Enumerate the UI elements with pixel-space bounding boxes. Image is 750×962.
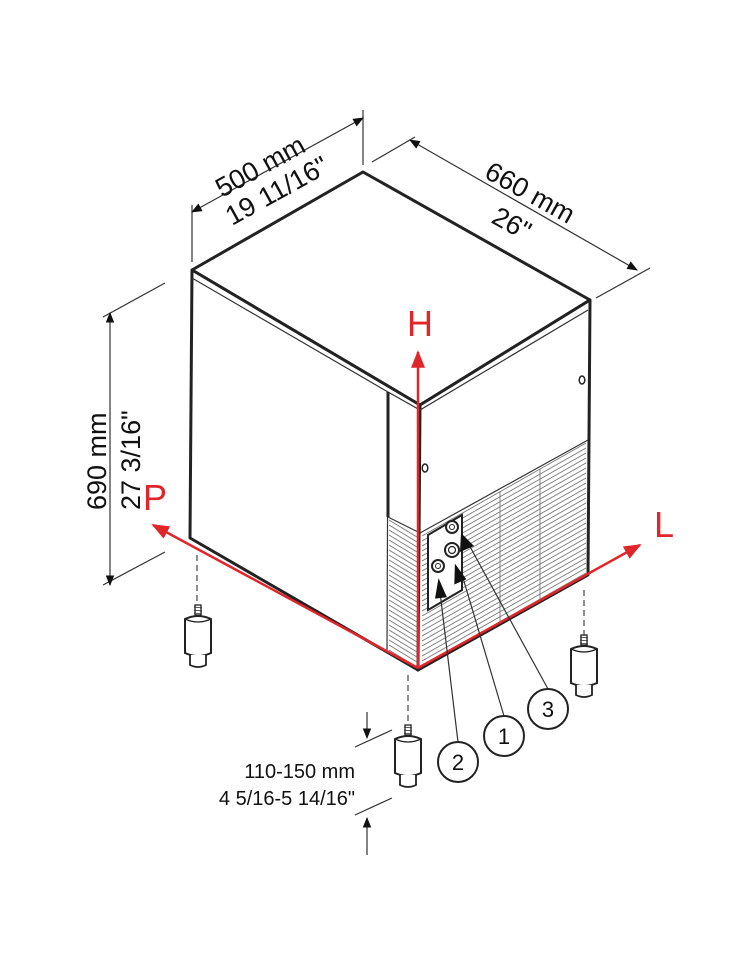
connection-3-port <box>445 520 459 534</box>
feet-mm-label: 110-150 mm <box>244 761 355 783</box>
height-in-label: 27 3/16" <box>116 410 146 510</box>
foot-front <box>394 724 422 788</box>
callouts: 2 1 3 <box>435 533 569 783</box>
connection-2-port <box>431 559 445 573</box>
connection-1-port <box>444 542 460 558</box>
axes: H L P <box>143 303 674 670</box>
connection-plate <box>427 513 463 612</box>
dimension-height: 690 mm 27 3/16" <box>82 282 166 587</box>
axis-p-label: P <box>143 477 167 518</box>
side-vent-grille <box>388 519 418 668</box>
axis-l <box>417 543 642 670</box>
callout-2-label: 2 <box>452 750 464 775</box>
height-mm-label: 690 mm <box>82 412 112 510</box>
callout-3 <box>527 688 569 730</box>
screw-icon <box>421 463 429 473</box>
callout-1 <box>483 715 525 757</box>
screw-icon <box>578 375 586 385</box>
feet <box>184 555 598 788</box>
callout-3-label: 3 <box>542 697 554 722</box>
callout-1-label: 1 <box>498 724 510 749</box>
axis-l-label: L <box>654 504 674 545</box>
axis-h-label: H <box>407 303 433 344</box>
foot-left <box>184 604 212 668</box>
foot-right <box>570 634 598 698</box>
axis-p <box>151 523 419 670</box>
feet-in-label: 4 5/16-5 14/16" <box>219 788 355 810</box>
dimension-feet: 110-150 mm 4 5/16-5 14/16" <box>219 712 393 855</box>
callout-2 <box>437 741 479 783</box>
